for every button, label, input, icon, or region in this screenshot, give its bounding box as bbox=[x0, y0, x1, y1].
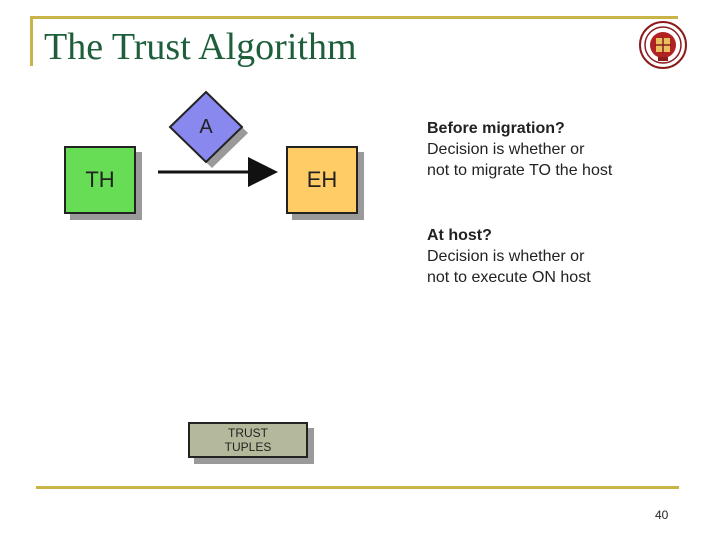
at-host-line1: Decision is whether or bbox=[427, 248, 585, 265]
trusted-host-box: TH bbox=[64, 146, 136, 214]
before-migration-line2: not to migrate TO the host bbox=[427, 162, 613, 179]
trust-tuples-line2: TUPLES bbox=[224, 440, 272, 454]
before-migration-line1: Decision is whether or bbox=[427, 141, 585, 158]
page-number: 40 bbox=[655, 508, 669, 522]
at-host-line2: not to execute ON host bbox=[427, 269, 591, 286]
trust-tuples-box: TRUST TUPLES bbox=[188, 422, 308, 458]
university-seal-icon bbox=[639, 21, 687, 69]
agent-label: A bbox=[199, 116, 213, 138]
title-rule-top bbox=[30, 16, 678, 19]
at-host-heading: At host? bbox=[427, 227, 492, 244]
at-host-note: At host? Decision is whether or not to e… bbox=[427, 225, 591, 288]
trust-tuples-line1: TRUST bbox=[228, 426, 268, 440]
footer-rule bbox=[36, 486, 679, 489]
execution-host-label: EH bbox=[306, 167, 338, 192]
title-rule-left bbox=[30, 16, 33, 66]
before-migration-heading: Before migration? bbox=[427, 120, 565, 137]
slide-title: The Trust Algorithm bbox=[44, 26, 357, 68]
before-migration-note: Before migration? Decision is whether or… bbox=[427, 118, 612, 181]
execution-host-box: EH bbox=[286, 146, 358, 214]
trusted-host-label: TH bbox=[85, 167, 115, 192]
agent-diamond bbox=[168, 90, 244, 164]
